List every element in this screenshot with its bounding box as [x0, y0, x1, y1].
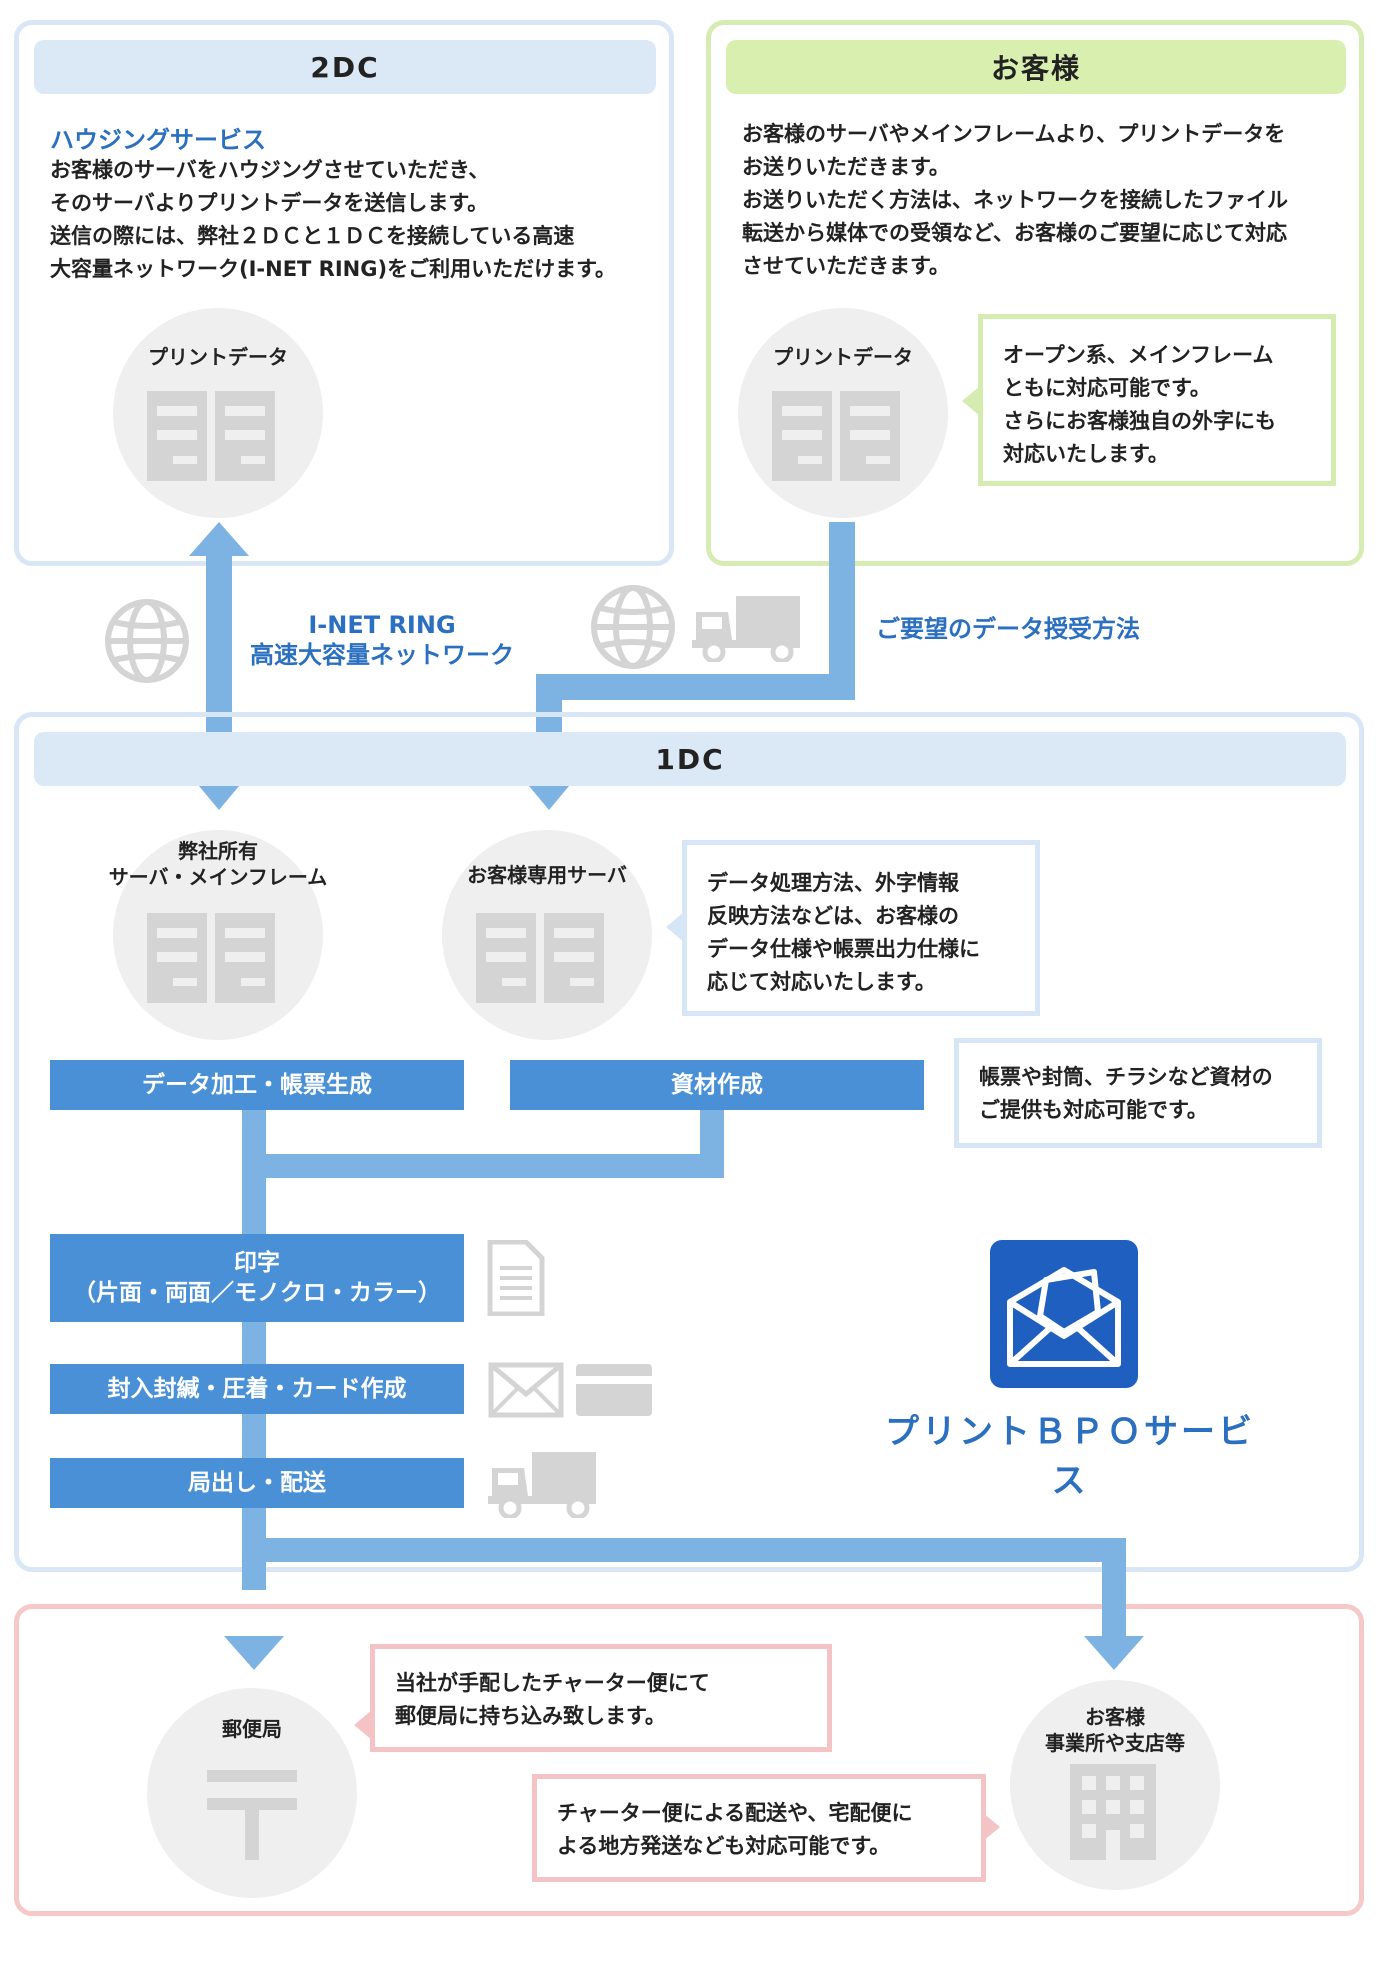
note-pointer — [354, 1710, 372, 1740]
server-circle-2dc: プリントデータ — [113, 308, 323, 518]
note-pointer — [982, 1812, 1000, 1842]
arrow-down-icon — [1084, 1636, 1144, 1670]
transfer-connector-vertical — [829, 522, 855, 697]
postal-mark-icon — [207, 1770, 297, 1860]
print-bpo-logo-icon — [990, 1240, 1138, 1388]
housing-description: お客様のサーバをハウジングさせていただき、 そのサーバよりプリントデータを送信し… — [50, 158, 616, 281]
transfer-method-label: ご要望のデータ授受方法 — [876, 615, 1140, 643]
transfer-connector-horizontal — [536, 674, 855, 700]
process-printing: 印字 （片面・両面／モノクロ・カラー） — [50, 1234, 464, 1322]
panel-1dc-header: 1DC — [34, 732, 1346, 786]
server-icon — [147, 391, 275, 481]
dedicated-server-note: データ処理方法、外字情報 反映方法などは、お客様の データ仕様や帳票出力仕様に … — [682, 840, 1040, 1016]
arrow-down-icon — [224, 1636, 284, 1670]
envelope-icon — [488, 1362, 564, 1418]
customer-note: オープン系、メインフレーム ともに対応可能です。 さらにお客様独自の外字にも 対… — [978, 314, 1336, 486]
customer-office-circle: お客様 事業所や支店等 — [1010, 1680, 1220, 1890]
process-enclosing: 封入封緘・圧着・カード作成 — [50, 1364, 464, 1414]
note-pointer — [666, 912, 684, 942]
panel-2dc — [14, 20, 674, 566]
document-icon — [487, 1240, 545, 1316]
truck-icon — [488, 1452, 596, 1518]
post-office-label: 郵便局 — [222, 1717, 282, 1741]
globe-icon — [591, 585, 675, 669]
customer-description: お客様のサーバやメインフレームより、プリントデータを お送りいただきます。 お送… — [742, 122, 1288, 278]
server-icon — [476, 913, 604, 1003]
inet-ring-label: I-NET RING 高速大容量ネットワーク — [250, 611, 514, 669]
process-material-creation: 資材作成 — [510, 1060, 924, 1110]
panel-delivery — [14, 1604, 1364, 1916]
card-icon — [576, 1364, 652, 1416]
material-note: 帳票や封筒、チラシなど資材の ご提供も対応可能です。 — [954, 1038, 1322, 1148]
flow-merge-line — [242, 1154, 724, 1178]
server-circle-dedicated: お客様専用サーバ — [442, 830, 652, 1040]
flow-to-office-line — [242, 1538, 1126, 1562]
panel-1dc — [14, 712, 1364, 1572]
panel-customer-header: お客様 — [726, 40, 1346, 94]
truck-icon — [692, 596, 800, 662]
dedicated-server-label: お客様専用サーバ — [467, 863, 627, 887]
customer-office-note: チャーター便による配送や、宅配便に よる地方発送なども対応可能です。 — [532, 1774, 986, 1882]
print-data-label-2dc: プリントデータ — [148, 345, 288, 369]
panel-2dc-header: 2DC — [34, 40, 656, 94]
globe-icon — [105, 599, 189, 683]
panel-customer — [706, 20, 1364, 566]
housing-service-title: ハウジングサービス — [50, 126, 266, 154]
server-circle-own — [113, 830, 323, 1040]
post-office-circle: 郵便局 — [147, 1688, 357, 1898]
post-office-note: 当社が手配したチャーター便にて 郵便局に持ち込み致します。 — [370, 1644, 832, 1752]
flow-main-line — [242, 1110, 266, 1590]
print-bpo-service-title: プリントＢＰＯサービス — [885, 1412, 1255, 1501]
building-icon — [1070, 1764, 1156, 1860]
arrow-up-icon — [189, 522, 249, 556]
process-shipping: 局出し・配送 — [50, 1458, 464, 1508]
process-data-processing: データ加工・帳票生成 — [50, 1060, 464, 1110]
own-server-label: 弊社所有 サーバ・メインフレーム — [108, 839, 328, 889]
note-pointer — [962, 386, 980, 416]
server-circle-customer: プリントデータ — [738, 308, 948, 518]
customer-office-label: お客様 事業所や支店等 — [1045, 1705, 1185, 1755]
flow-to-office-down — [1102, 1538, 1126, 1648]
print-data-label-customer: プリントデータ — [773, 345, 913, 369]
server-icon — [147, 913, 275, 1003]
server-icon — [772, 391, 900, 481]
